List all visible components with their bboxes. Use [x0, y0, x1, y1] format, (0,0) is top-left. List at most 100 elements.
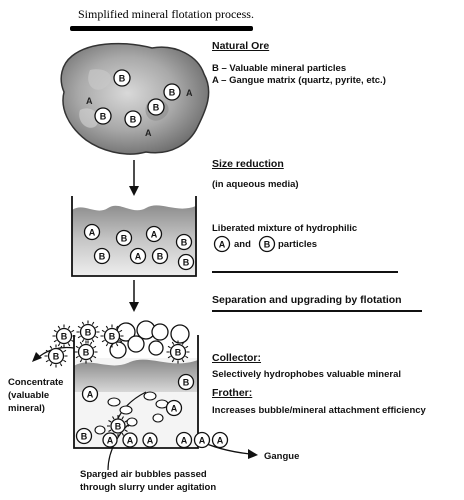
gangue-label: Gangue	[264, 451, 300, 462]
ore-particle-b-letter: B	[100, 112, 107, 122]
concentrate-label-2: (valuable	[8, 390, 50, 401]
cell-particle-a-letter: A	[147, 436, 154, 446]
gangue-particle-a-letter: A	[199, 436, 206, 446]
legend-gangue: A – Gangue matrix (quartz, pyrite, etc.)	[212, 75, 386, 86]
size-reduction-subheading: (in aqueous media)	[212, 179, 299, 190]
slurry-particle-b-letter: B	[99, 252, 106, 262]
slurry-particle-b-letter: B	[157, 252, 164, 262]
coated-particle-b-circle	[169, 343, 187, 361]
slurry-particle-b-circle	[115, 229, 133, 247]
concentrate-label-1: Concentrate	[8, 377, 64, 388]
gangue-particle-a-letter: A	[217, 436, 224, 446]
frother-heading: Frother:	[212, 387, 253, 399]
collector-heading: Collector:	[212, 352, 262, 364]
ore-particle-b-circle	[163, 83, 181, 101]
collector-spikes	[52, 324, 76, 348]
ore-gangue-a: A	[86, 96, 93, 106]
cell-particle-b-circle	[75, 427, 93, 445]
cell-particle-b-letter: B	[115, 422, 122, 432]
ore-particle-b-circle	[147, 98, 165, 116]
gangue-particle-a-circle	[193, 431, 211, 449]
slurry-particle-a-circle	[129, 247, 147, 265]
coated-particle-b-circle	[103, 327, 121, 345]
coated-particle-b-letter: B	[83, 348, 90, 358]
slurry-particle-a-letter: A	[151, 230, 158, 240]
cell-particle-a-letter: A	[127, 436, 134, 446]
ore-particle-b-circle	[124, 110, 142, 128]
ore-particle-b-letter: B	[153, 103, 160, 113]
coated-particle-b-circle	[47, 347, 65, 365]
coated-particle-b-letter: B	[175, 348, 182, 358]
slurry-particle-b-letter: B	[121, 234, 128, 244]
sparged-air-label-1: Sparged air bubbles passed	[80, 469, 207, 480]
sparged-air-label-2: through slurry under agitation	[80, 482, 217, 493]
ore-particle-b-circle	[94, 107, 112, 125]
slurry-particle-a-circle	[145, 225, 163, 243]
legend-valuable: B – Valuable mineral particles	[212, 63, 347, 74]
coated-particle-b-letter: B	[53, 352, 60, 362]
ore-gangue-a: A	[186, 88, 193, 98]
ore-gangue-a: A	[145, 128, 152, 138]
slurry-particle-b-circle	[175, 233, 193, 251]
collector-desc: Selectively hydrophobes valuable mineral	[212, 369, 402, 380]
ore-particle-b-circle	[113, 69, 131, 87]
cell-particle-b-circle	[177, 373, 195, 391]
slurry-particle-a-letter: A	[135, 252, 142, 262]
flotation-divider	[212, 310, 422, 312]
cell-particle-a-circle	[122, 432, 138, 448]
coated-particle-b-circle	[79, 323, 97, 341]
coated-particle-b-letter: B	[61, 332, 68, 342]
coated-particle-b-circle	[77, 343, 95, 361]
slurry-particle-b-circle	[151, 247, 169, 265]
frother-desc: Increases bubble/mineral attachment effi…	[212, 405, 426, 416]
collector-spikes	[100, 324, 124, 348]
legend-particle-a-letter: A	[219, 240, 226, 250]
slurry-particle-b-letter: B	[183, 258, 190, 268]
cell-particle-a-letter: A	[171, 404, 178, 414]
collector-spikes	[44, 344, 68, 368]
slurry-particle-b-circle	[177, 253, 195, 271]
liberated-particles-text: particles	[278, 239, 318, 250]
legend-particle-b-letter: B	[264, 240, 271, 250]
ore-particle-b-letter: B	[169, 88, 176, 98]
diagram-title: Simplified mineral flotation process.	[78, 7, 254, 21]
gangue-particle-a-circle	[211, 431, 229, 449]
cell-particle-b-letter: B	[81, 432, 88, 442]
ore-particle-b-letter: B	[119, 74, 126, 84]
size-reduction-heading: Size reduction	[212, 158, 284, 170]
coated-particle-b-letter: B	[85, 328, 92, 338]
flotation-heading: Separation and upgrading by flotation	[212, 294, 402, 306]
cell-particle-a-letter: A	[87, 390, 94, 400]
ore-particle-b-letter: B	[130, 115, 137, 125]
cell-particle-a-circle	[142, 432, 158, 448]
cell-particle-a-circle	[165, 399, 183, 417]
cell-particle-a-circle	[102, 432, 118, 448]
arrow-size-reduction-to-flotation	[129, 280, 139, 312]
ore-rock	[60, 42, 210, 155]
slurry-particle-a-letter: A	[89, 228, 96, 238]
legend-particle-a-circle	[213, 235, 231, 253]
concentrate-label-3: mineral)	[8, 403, 45, 414]
natural-ore-heading: Natural Ore	[212, 40, 270, 52]
arrow-ore-to-size-reduction	[129, 160, 139, 196]
slurry-particle-b-circle	[93, 247, 111, 265]
cell-particle-b-letter: B	[183, 378, 190, 388]
coated-particle-b-letter: B	[109, 332, 116, 342]
liberated-mixture-text: Liberated mixture of hydrophilic	[212, 223, 358, 234]
collector-spikes	[74, 340, 98, 364]
collector-spikes	[76, 320, 100, 344]
coated-particle-b-circle	[55, 327, 73, 345]
gangue-particle-a-letter: A	[181, 436, 188, 446]
slurry-particle-b-letter: B	[181, 238, 188, 248]
title-underline	[70, 26, 253, 31]
cell-particle-b-circle	[110, 418, 126, 434]
legend-particle-b-circle	[258, 235, 276, 253]
cell-particle-a-letter: A	[107, 436, 114, 446]
slurry-particle-a-circle	[83, 223, 101, 241]
size-reduction-divider	[212, 271, 398, 273]
collector-spikes	[166, 340, 190, 364]
gangue-particle-a-circle	[175, 431, 193, 449]
cell-particle-a-circle	[81, 385, 99, 403]
